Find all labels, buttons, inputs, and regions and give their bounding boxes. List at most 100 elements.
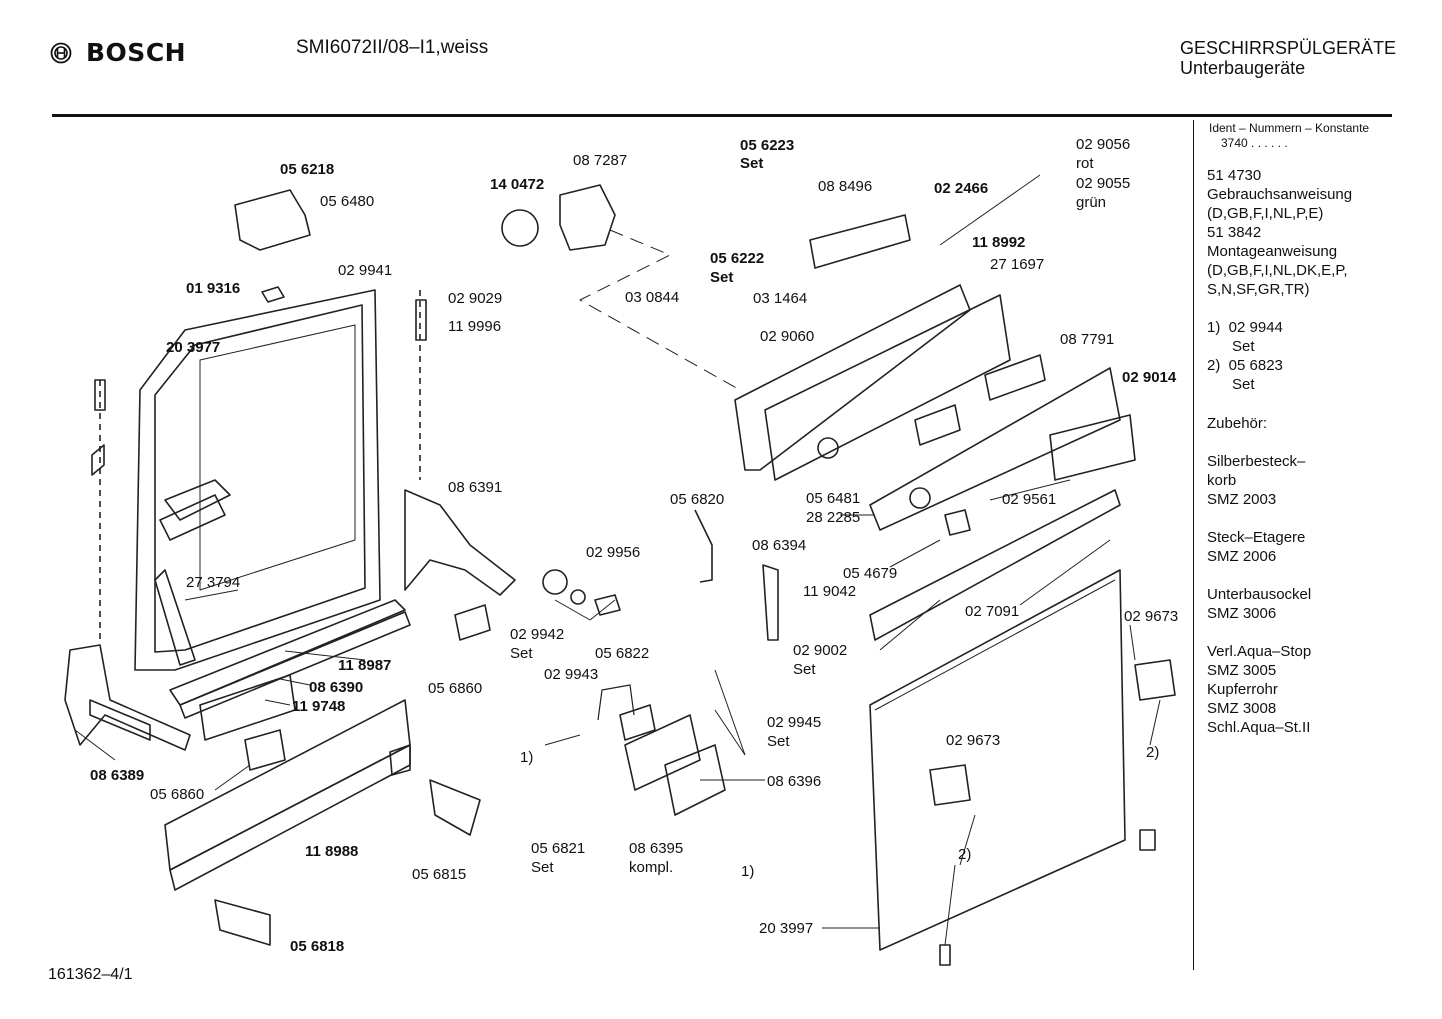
product-category: GESCHIRRSPÜLGERÄTE Unterbaugeräte — [1180, 38, 1396, 78]
ident-label: Ident – Nummern – Konstante — [1209, 121, 1370, 135]
part-label: 02 9002 — [793, 642, 848, 659]
part-label: 02 9561 — [1002, 491, 1057, 508]
part-label: rot — [1076, 155, 1094, 172]
part-086394 — [762, 564, 779, 641]
part-label: 27 1697 — [990, 256, 1045, 273]
hinge-left — [64, 379, 191, 751]
part-label: 05 4679 — [843, 565, 898, 582]
part-088496 — [809, 214, 911, 269]
part-label: 2) — [1146, 744, 1160, 761]
part-label: 11 9748 — [292, 698, 346, 715]
part-label: 02 9942 — [510, 626, 565, 643]
part-label: 02 9056 — [1076, 136, 1131, 153]
part-label: 02 9945 — [767, 714, 822, 731]
part-label: 02 9060 — [760, 328, 815, 345]
part-label: 02 9029 — [448, 290, 503, 307]
part-label: 08 6394 — [752, 537, 807, 554]
sidebar-entry: 51 4730 — [1207, 167, 1262, 184]
brand-name: BOSCH — [86, 38, 187, 67]
part-label: 02 7091 — [965, 603, 1020, 620]
part-label: 02 9956 — [586, 544, 641, 561]
sidebar-entry: SMZ 2006 — [1207, 548, 1277, 565]
part-label: grün — [1076, 194, 1107, 211]
part-056860-lower — [244, 729, 286, 771]
part-label: 11 8987 — [338, 657, 392, 674]
sidebar-entry: (D,GB,F,I,NL,P,E) — [1207, 205, 1324, 222]
part-label: 05 6481 — [806, 490, 861, 507]
part-label: 11 9042 — [803, 583, 857, 600]
inner-door — [134, 289, 381, 671]
part-label: 05 6222 — [710, 250, 765, 267]
part-label: 08 6389 — [90, 767, 145, 784]
timer-087287 — [559, 184, 616, 251]
part-label: 08 6390 — [309, 679, 364, 696]
sidebar-entry: (D,GB,F,I,NL,DK,E,P, — [1207, 262, 1348, 279]
part-label: 03 1464 — [753, 290, 808, 307]
ident-header: Ident – Nummern – Konstante 3740 . . . .… — [1209, 121, 1369, 151]
sidebar-entry: Gebrauchsanweisung — [1207, 186, 1353, 203]
part-label: 02 9055 — [1076, 175, 1131, 192]
sidebar-entry: S,N,SF,GR,TR) — [1207, 281, 1310, 298]
header-rule — [52, 114, 1392, 117]
outer-door-panel — [869, 569, 1126, 951]
category-line-1: GESCHIRRSPÜLGERÄTE — [1180, 38, 1397, 58]
part-label: 08 7791 — [1060, 331, 1115, 348]
sidebar-entry: Kupferrohr — [1207, 681, 1278, 698]
part-056820 — [694, 509, 713, 583]
part-label: 08 6391 — [448, 479, 503, 496]
part-label: 11 8992 — [972, 234, 1026, 251]
brand: BOSCH — [50, 38, 186, 67]
sidebar-entry: SMZ 3006 — [1207, 605, 1277, 622]
dispenser-assembly — [542, 569, 726, 816]
part-label: 03 0844 — [625, 289, 680, 306]
sidebar-entry: Steck–Etagere — [1207, 529, 1306, 546]
door-support-right — [404, 290, 516, 596]
part-label: 28 2285 — [806, 509, 861, 526]
part-056218 — [234, 189, 311, 251]
kickplate — [164, 699, 411, 891]
ident-value: 3740 . . . . . . — [1221, 136, 1288, 150]
part-label: 08 8496 — [818, 178, 873, 195]
trim-bar — [869, 489, 1121, 641]
part-label: Set — [531, 859, 554, 876]
part-label: 01 9316 — [186, 280, 241, 297]
sidebar-entry: korb — [1207, 472, 1237, 489]
part-label: kompl. — [629, 859, 674, 876]
part-label: 05 6815 — [412, 866, 467, 883]
part-label: 05 6860 — [428, 680, 483, 697]
part-label: 02 2466 — [934, 180, 989, 197]
part-label: 20 3977 — [166, 339, 221, 356]
part-label: 02 9014 — [1122, 369, 1177, 386]
assembly-dashed-lines — [579, 229, 741, 391]
sidebar-entry: Set — [1207, 338, 1255, 355]
sidebar-entry: 51 3842 — [1207, 224, 1262, 241]
part-029673 — [1134, 659, 1176, 701]
sidebar-entry: 1) 02 9944 — [1207, 319, 1283, 336]
part-label: 08 6395 — [629, 840, 684, 857]
part-019316 — [261, 286, 285, 303]
part-label: 14 0472 — [490, 176, 545, 193]
motor-140472 — [501, 209, 539, 247]
part-label: 02 9941 — [338, 262, 393, 279]
part-label: 02 9673 — [946, 732, 1001, 749]
sidebar-entry: SMZ 3005 — [1207, 662, 1277, 679]
part-label: 05 6860 — [150, 786, 205, 803]
part-056815 — [429, 779, 481, 836]
part-label: 11 9996 — [448, 318, 502, 335]
bosch-logo-icon — [50, 42, 72, 63]
category-line-2: Unterbaugeräte — [1180, 58, 1306, 78]
part-056860 — [454, 604, 491, 641]
part-label: 1) — [741, 863, 755, 880]
part-label: 05 6218 — [280, 161, 335, 178]
part-056818 — [214, 899, 271, 946]
part-label: 02 9673 — [1124, 608, 1179, 625]
part-label: 05 6818 — [290, 938, 345, 955]
part-label: 05 6480 — [320, 193, 375, 210]
sidebar-divider — [1193, 120, 1194, 970]
control-panel — [734, 284, 1136, 536]
part-label: 08 7287 — [573, 152, 628, 169]
sidebar-entry: Montageanweisung — [1207, 243, 1338, 260]
part-label: Set — [510, 645, 533, 662]
sidebar-entry: 2) 05 6823 — [1207, 357, 1283, 374]
